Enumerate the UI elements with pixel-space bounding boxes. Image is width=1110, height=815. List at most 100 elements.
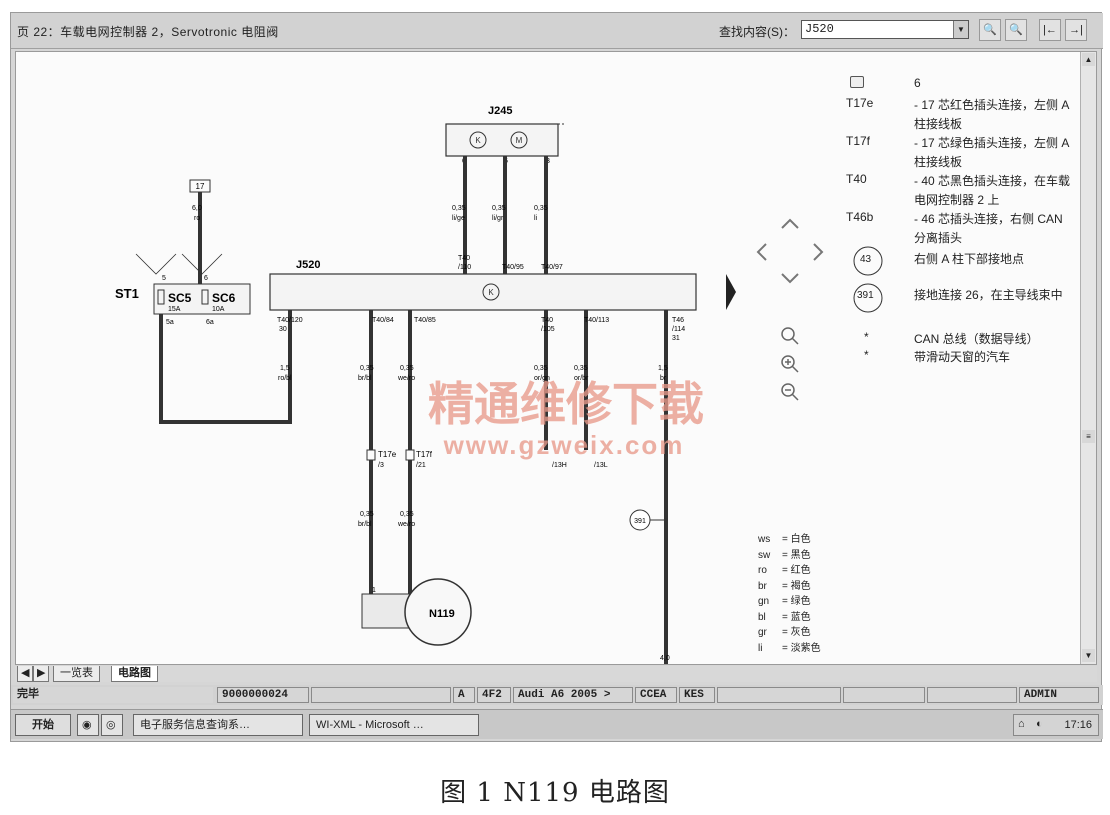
wire-color: we/ro [397,375,415,382]
tab-overview[interactable]: 一览表 [53,666,100,682]
find-previous-button[interactable]: 🔍 [979,19,1001,41]
nav-right-icon[interactable] [813,243,824,261]
zoom-in-icon[interactable] [781,355,795,369]
j245-box [445,123,559,157]
connector-pin: /110 [458,264,471,271]
volume-icon[interactable]: ◐ [1036,718,1043,730]
status-number: 9000000024 [217,687,309,703]
nav-left-icon[interactable] [756,243,767,261]
fuse-sc5-label: SC5 [168,291,192,305]
wire-color: or/br [574,375,589,382]
nav-up-icon[interactable] [781,218,799,229]
wire-color: li [534,215,538,222]
wire-size: 0,35 [452,205,466,212]
connector-pin: 30 [279,326,287,333]
wire-size: 0,35 [360,511,374,518]
status-field: 4F2 [477,687,511,703]
status-blank [311,687,451,703]
j520-label: J520 [296,259,320,271]
camera-icon[interactable] [850,75,864,88]
tab-circuit-diagram[interactable]: 电路图 [111,666,158,682]
circuit-diagram: K M J245 6 5 3 0,35 li/ge 0,35 li/gr 0,3… [115,105,883,664]
connector-label: T40 [458,255,470,262]
j245-control-icon [469,131,487,149]
page-back-button[interactable]: |← [1039,19,1061,41]
connector-label: T40/120 [277,317,303,324]
watermark-url: www.gzweix.com [443,430,685,460]
connector-label: T46 [672,317,684,324]
motor-icon [510,131,528,149]
wire-color: br [660,375,667,382]
connector-pin: 31 [672,335,680,342]
title-bar: 页 22：车载电网控制器 2，Servotronic 电阻阀 查找内容(S)： … [11,13,1103,49]
nav-down-icon[interactable] [781,273,799,284]
sheet-tab-bar: ◀ ▶ 一览表 电路图 [15,666,1097,682]
connector-t17e-pin: /3 [378,462,384,469]
wire-size: 6,0 [192,205,202,212]
wire-size: 0,35 [400,365,414,372]
connector-label: T40/84 [372,317,394,324]
status-blank [717,687,841,703]
status-bar: 完毕 9000000024 A 4F2 Audi A6 2005 > CCEA … [11,685,1103,705]
scroll-down-icon[interactable]: ▼ [1082,649,1095,662]
t46b-pin-h: /13H [552,462,567,469]
status-vehicle: Audi A6 2005 > [513,687,633,703]
page-title: 页 22：车载电网控制器 2，Servotronic 电阻阀 [17,25,279,39]
taskbar: 开始 ◉ ◎ 电子服务信息查询系… WI-XML - Microsoft … ⌂… [11,709,1103,739]
tab-scroll-left-icon[interactable]: ◀ [17,666,34,682]
svg-text:K: K [488,288,494,297]
t46b-pin-l: /13L [594,462,608,469]
start-button[interactable]: 开始 [15,714,71,736]
svg-text:K: K [475,136,481,145]
desktop-quicklaunch-icon[interactable]: ◎ [101,714,123,736]
st1-label: ST1 [115,286,139,301]
n119-label: N119 [429,608,455,620]
fuse-reference: 17 [196,182,205,191]
wire-size: 4,0 [660,655,670,662]
scroll-up-icon[interactable]: ▲ [1082,53,1095,66]
status-state: 完毕 [13,687,213,703]
taskbar-item-wi-xml[interactable]: WI-XML - Microsoft … [309,714,479,736]
circuit-diagram-view: K M J245 6 5 3 0,35 li/ge 0,35 li/gr 0,3… [15,51,1097,665]
status-user: ADMIN [1019,687,1099,703]
wire-size: 1,5 [280,365,290,372]
ground-symbol-43 [853,246,883,276]
legend-item: 6 [846,74,1076,90]
connector-pin: /105 [541,326,555,333]
wire-color: br/bl [358,375,372,382]
watermark-cn: 精通维修下载 [428,378,704,430]
wire-color: we/ro [397,521,415,528]
wire-size: 0,35 [534,365,548,372]
j245-label: J245 [488,105,512,117]
connector-pin: /114 [672,326,685,333]
tab-scroll-right-icon[interactable]: ▶ [33,666,50,682]
scroll-thumb[interactable]: ≡ [1082,430,1095,443]
wire-color: li/gr [492,215,504,222]
status-field: KES [679,687,715,703]
color-legend-row: gr= 灰色 [758,627,811,638]
taskbar-item-service-system[interactable]: 电子服务信息查询系… [133,714,303,736]
wire-size: 1,5 [658,365,668,372]
wire-color: br/bl [358,521,372,528]
wire-size: 0,35 [534,205,548,212]
search-dropdown-button[interactable]: ▼ [953,21,968,38]
color-legend-row: li= 淡紫色 [758,642,821,654]
wire-color: or/gn [534,375,550,382]
wire-color: li/ge [452,215,465,222]
zoom-out-icon[interactable] [781,383,795,397]
figure-caption: 图 1 N119 电路图 [440,778,670,808]
fuse-sc6-label: SC6 [212,291,236,305]
j520-control-icon [482,283,500,301]
ground-symbol-391 [853,283,883,313]
zoom-icon[interactable] [781,327,795,341]
color-legend-row: ro= 红色 [758,565,811,576]
vertical-scrollbar[interactable]: ▲ ≡ ▼ [1080,52,1096,664]
search-input[interactable]: J520 [801,20,969,39]
wire-size: 0,35 [400,511,414,518]
page-forward-button[interactable]: →| [1065,19,1087,41]
ie-quicklaunch-icon[interactable]: ◉ [77,714,99,736]
color-legend-row: bl= 蓝色 [758,611,811,623]
connector-label: T40/97 [541,264,563,271]
find-next-button[interactable]: 🔍 [1005,19,1027,41]
network-icon[interactable]: ⌂ [1018,718,1025,730]
